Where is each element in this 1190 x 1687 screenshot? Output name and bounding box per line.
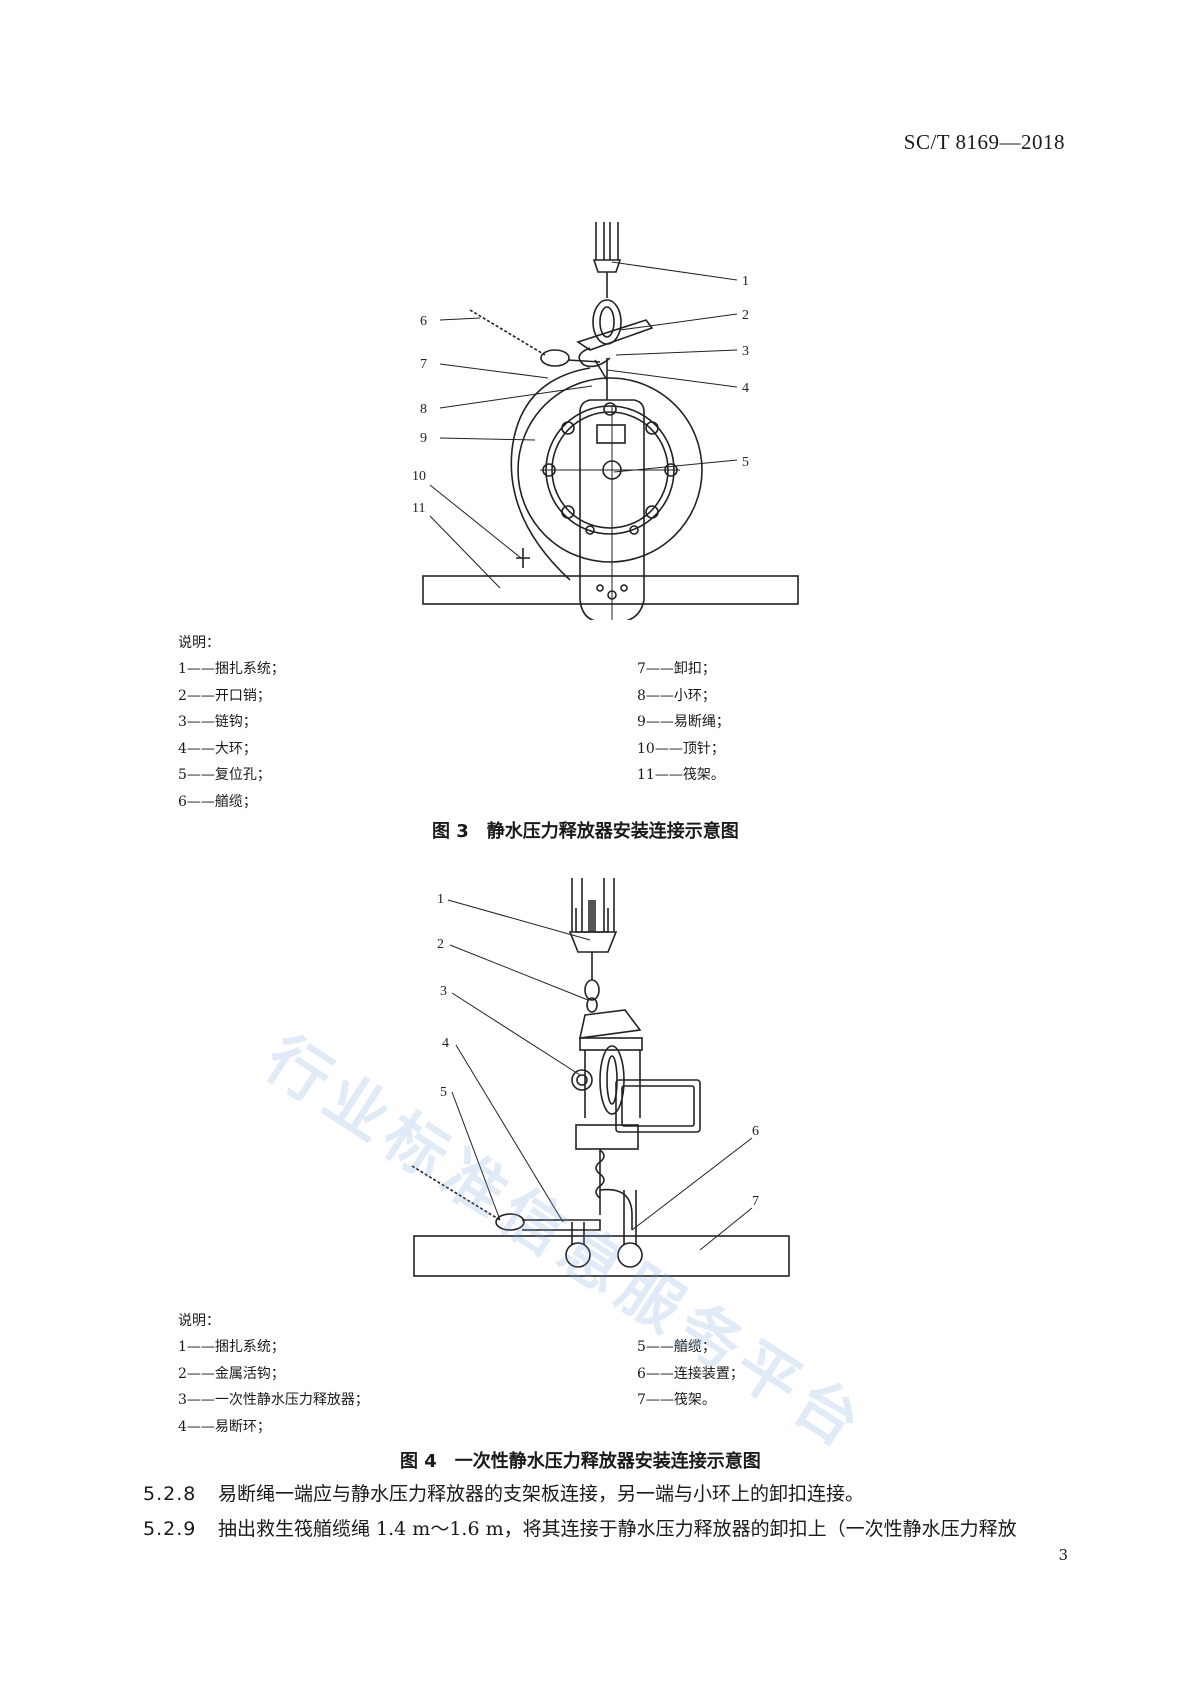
fig4-caption: 图 4 一次性静水压力释放器安装连接示意图 — [400, 1451, 761, 1472]
fig3-legend-right: 7——卸扣； 8——小环； 9——易断绳； 10——顶针； 11——筏架。 — [637, 656, 730, 789]
fig3-callout-2: 2 — [742, 308, 749, 323]
clause-text: 抽出救生筏艏缆绳 1.4 m～1.6 m，将其连接于静水压力释放器的卸扣上（一次… — [218, 1518, 1017, 1540]
legend-item: 3——一次性静水压力释放器； — [178, 1392, 369, 1408]
fig4-callout-4: 4 — [442, 1036, 449, 1051]
clause-number: 5.2.8 — [143, 1483, 197, 1505]
legend-item: 1——捆扎系统； — [178, 1339, 285, 1355]
legend-item: 11——筏架。 — [637, 767, 725, 783]
fig3-callout-8: 8 — [420, 402, 427, 417]
fig4-callout-2: 2 — [437, 937, 444, 952]
clause-5-2-8: 5.2.8 易断绳一端应与静水压力释放器的支架板连接，另一端与小环上的卸扣连接。 — [143, 1479, 864, 1506]
legend-item: 4——大环； — [178, 740, 257, 757]
legend-item: 6——艏缆； — [178, 793, 257, 810]
fig3-callout-11: 11 — [412, 501, 425, 516]
fig3-callout-7: 7 — [420, 357, 427, 372]
clause-number: 5.2.9 — [143, 1518, 197, 1540]
fig3-caption: 图 3 静水压力释放器安装连接示意图 — [432, 821, 739, 842]
legend-item: 2——金属活钩； — [178, 1365, 285, 1382]
fig4-callout-6: 6 — [752, 1124, 759, 1139]
figure-3-drawing — [0, 190, 1190, 620]
fig4-callout-5: 5 — [440, 1085, 447, 1100]
legend-item: 9——易断绳； — [637, 714, 730, 730]
fig3-legend-title: 说明： — [178, 635, 220, 651]
document-code: SC/T 8169—2018 — [903, 130, 1065, 154]
fig4-callout-7: 7 — [752, 1194, 759, 1209]
legend-item: 7——筏架。 — [637, 1392, 716, 1408]
legend-item: 1——捆扎系统； — [178, 661, 285, 677]
fig4-legend-title: 说明： — [178, 1313, 220, 1329]
fig3-callout-5: 5 — [742, 455, 749, 470]
legend-item: 4——易断环； — [178, 1418, 271, 1435]
legend-item: 6——连接装置； — [637, 1365, 744, 1382]
legend-item: 7——卸扣； — [637, 661, 716, 677]
legend-item: 5——艏缆； — [637, 1339, 716, 1355]
legend-item: 3——链钩； — [178, 714, 257, 730]
legend-item: 8——小环； — [637, 687, 716, 704]
page-number: 3 — [1058, 1546, 1068, 1564]
legend-item: 5——复位孔； — [178, 767, 271, 783]
fig4-legend-left: 1——捆扎系统； 2——金属活钩； 3——一次性静水压力释放器； 4——易断环； — [178, 1334, 369, 1440]
fig3-callout-1: 1 — [742, 274, 749, 289]
legend-item: 2——开口销； — [178, 687, 271, 704]
fig3-callout-9: 9 — [420, 431, 427, 446]
fig3-callout-3: 3 — [742, 344, 749, 359]
fig3-callout-10: 10 — [412, 469, 426, 484]
fig3-callout-4: 4 — [742, 381, 749, 396]
figure-4-drawing — [0, 870, 1190, 1300]
legend-item: 10——顶针； — [637, 740, 725, 757]
clause-text: 易断绳一端应与静水压力释放器的支架板连接，另一端与小环上的卸扣连接。 — [218, 1483, 865, 1505]
fig4-legend-right: 5——艏缆； 6——连接装置； 7——筏架。 — [637, 1334, 744, 1414]
fig3-legend-left: 1——捆扎系统； 2——开口销； 3——链钩； 4——大环； 5——复位孔； 6… — [178, 656, 285, 815]
fig4-callout-1: 1 — [437, 892, 444, 907]
fig3-callout-6: 6 — [420, 314, 427, 329]
clause-5-2-9: 5.2.9 抽出救生筏艏缆绳 1.4 m～1.6 m，将其连接于静水压力释放器的卸… — [143, 1514, 1017, 1541]
fig4-callout-3: 3 — [440, 984, 447, 999]
